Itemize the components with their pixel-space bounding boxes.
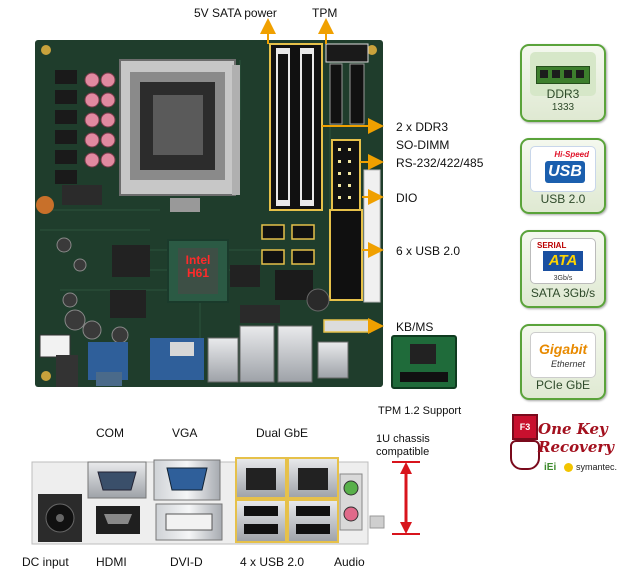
label-dc-input: DC input [22, 555, 69, 569]
io-panel [31, 457, 385, 545]
label-ddr3: 2 x DDR3 [396, 120, 449, 134]
badge-ddr3-text: DDR3 1333 [522, 88, 604, 114]
label-kbms: KB/MS [396, 320, 434, 334]
sata-sub: 3Gb/s [553, 275, 573, 282]
cpu-socket [119, 59, 240, 212]
gbe-sub: Ethernet [551, 359, 586, 369]
badge-sata-text: SATA 3Gb/s [530, 286, 596, 300]
f3-key-icon: F3 [512, 414, 538, 440]
label-tpm-module: TPM 1.2 Support [378, 405, 462, 417]
top-right-headers [325, 43, 369, 125]
f3-key-label: F3 [519, 422, 531, 432]
usb-hi-speed: Hi-Speed [554, 150, 589, 159]
chipset-label: Intel H61 [181, 254, 215, 280]
label-hdmi: HDMI [96, 555, 127, 569]
label-dual-gbe: Dual GbE [256, 426, 309, 440]
badge-usb: Hi-Speed USB USB 2.0 [520, 138, 606, 214]
ram-stick-icon [530, 52, 596, 96]
label-chassis-line1: 1U chassis [376, 433, 430, 445]
label-usb4: 4 x USB 2.0 [240, 555, 305, 569]
chipset-label-line2: H61 [186, 266, 209, 280]
badge-ddr3-line2: 1333 [551, 102, 575, 113]
hand-icon [510, 440, 540, 470]
recovery-line2: Recovery [538, 438, 615, 456]
badge-sata: SERIAL ATA 3Gb/s SATA 3Gb/s [520, 230, 606, 308]
dimm-slots [269, 43, 323, 211]
rear-io-on-board [39, 325, 349, 387]
label-audio: Audio [334, 555, 365, 569]
tpm-module [391, 335, 457, 389]
chassis-height-arrow [392, 461, 420, 535]
sata-logo-icon: SERIAL ATA 3Gb/s [530, 238, 596, 284]
label-com: COM [96, 426, 124, 440]
badge-gbe: Gigabit Ethernet PCIe GbE [520, 324, 606, 400]
badge-ddr3-line1: DDR3 [546, 87, 580, 101]
label-usb6: 6 x USB 2.0 [396, 244, 461, 258]
badge-ddr3: DDR3 1333 [520, 44, 606, 122]
badge-usb-text: USB 2.0 [540, 192, 586, 206]
label-sodimm: SO-DIMM [396, 138, 450, 152]
usb-logo-icon: Hi-Speed USB [530, 146, 596, 192]
label-sata-power: 5V SATA power [194, 6, 277, 20]
vrm-area [36, 70, 150, 344]
usb-logo-text: USB [545, 161, 585, 183]
one-key-recovery-logo: F3 One Key Recovery iEi symantec. [508, 410, 620, 486]
symantec-icon [564, 463, 573, 472]
h61-chipset [167, 239, 229, 303]
chipset-label-line1: Intel [185, 253, 211, 267]
partner-symantec: symantec. [576, 462, 618, 472]
label-vga: VGA [172, 426, 198, 440]
label-dvi: DVI-D [170, 555, 203, 569]
misc-chips [230, 265, 330, 323]
label-dio: DIO [396, 191, 418, 205]
recovery-line1: One Key [538, 420, 608, 438]
sata-ports [261, 224, 315, 265]
sata-logo-text: ATA [543, 251, 583, 271]
badge-gbe-text: PCIe GbE [535, 378, 591, 392]
partner-iei: iEi [544, 462, 557, 473]
label-serial: RS-232/422/485 [396, 156, 484, 170]
label-chassis-line2: compatible [376, 446, 430, 458]
label-tpm: TPM [312, 6, 338, 20]
sata-serial: SERIAL [537, 241, 567, 250]
callout-arrows [260, 18, 384, 334]
gbe-logo-text: Gigabit [539, 341, 588, 357]
gigabit-logo-icon: Gigabit Ethernet [530, 332, 596, 378]
